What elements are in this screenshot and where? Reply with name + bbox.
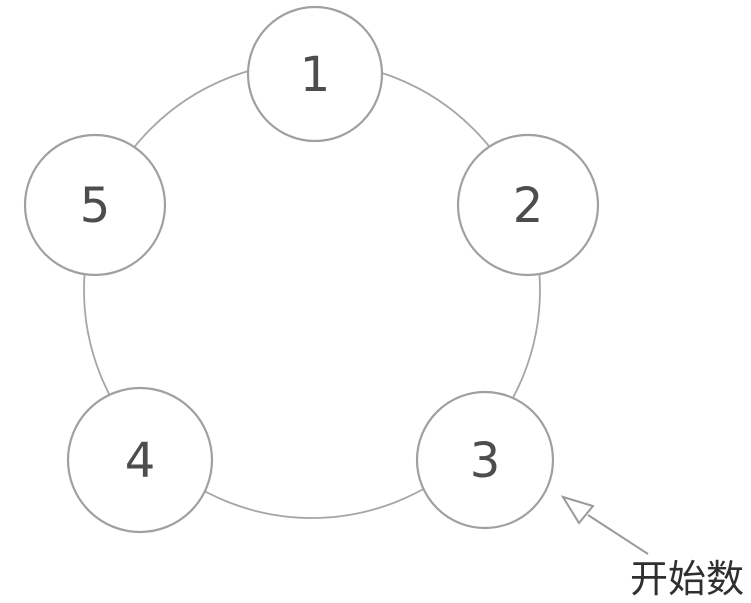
node-4: 4	[66, 386, 214, 534]
node-5-label: 5	[80, 178, 111, 234]
start-arrow	[560, 495, 649, 555]
node-4-label: 4	[125, 433, 156, 489]
node-1-circle	[246, 5, 384, 143]
node-3: 3	[415, 390, 555, 530]
node-2-label: 2	[513, 178, 544, 234]
node-2-circle	[456, 133, 600, 277]
node-1: 1	[246, 5, 384, 143]
node-4-circle	[66, 386, 214, 534]
start-arrow-head-icon	[560, 495, 595, 525]
annotation-label: 开始数	[630, 557, 744, 601]
node-3-label: 3	[470, 433, 501, 489]
node-5-circle	[23, 133, 167, 277]
node-2: 2	[456, 133, 600, 277]
node-3-circle	[415, 390, 555, 530]
node-5: 5	[23, 133, 167, 277]
start-arrow-shaft	[587, 514, 649, 555]
node-1-label: 1	[300, 47, 331, 103]
